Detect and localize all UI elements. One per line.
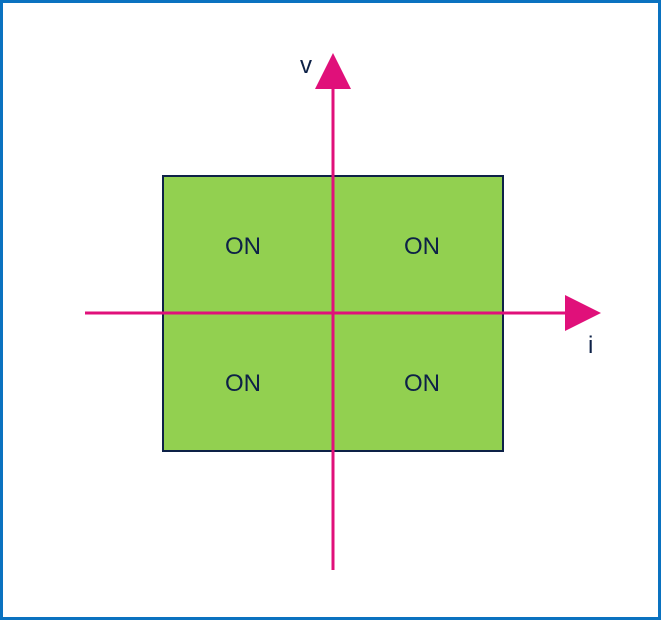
- horizontal-axis-label: i: [588, 332, 593, 359]
- quadrant-top-left-label: ON: [225, 233, 261, 260]
- vertical-axis-label: v: [300, 52, 312, 79]
- quadrant-top-right-label: ON: [404, 233, 440, 260]
- quadrant-bottom-right-label: ON: [404, 370, 440, 397]
- quadrant-bottom-left-label: ON: [225, 370, 261, 397]
- quadrant-diagram: v i ON ON ON ON: [85, 52, 601, 570]
